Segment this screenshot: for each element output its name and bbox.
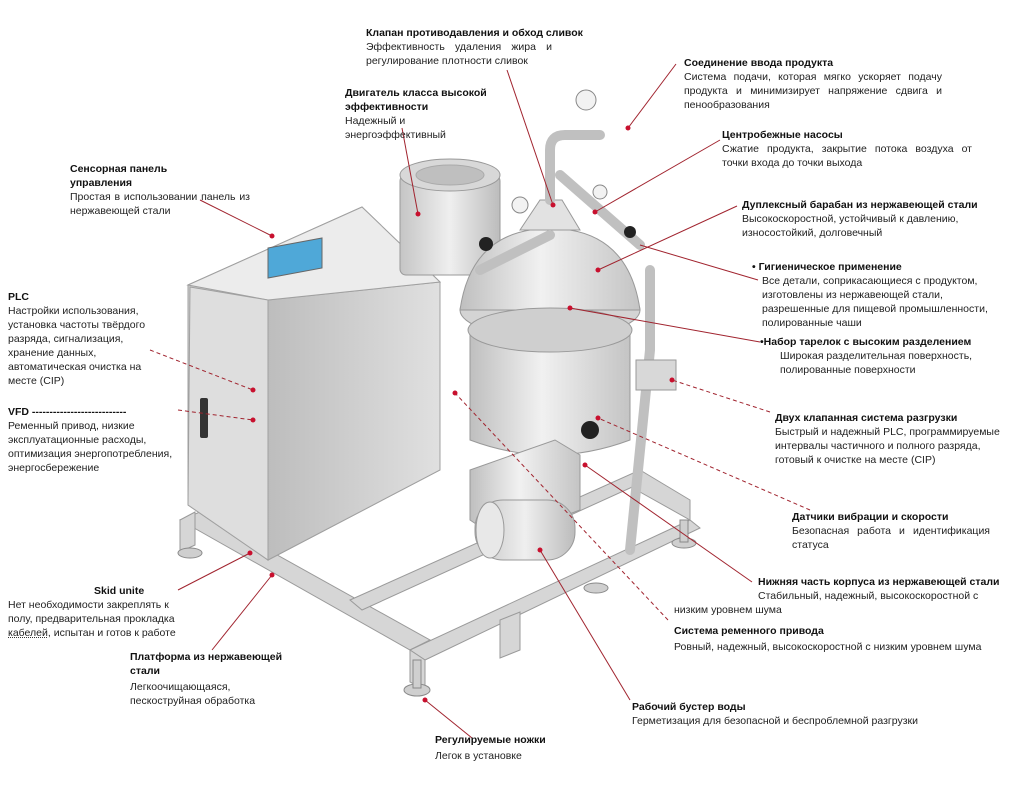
label-desc: Ровный, надежный, высокоскоростной с низ… bbox=[674, 641, 982, 653]
label-title: Платформа из нержавеющей стали bbox=[130, 651, 283, 677]
label-vfd: VFD --------------------------- Ременный… bbox=[8, 405, 186, 475]
label-touch-panel: Сенсорная панель управления Простая в ис… bbox=[70, 162, 250, 218]
label-backpressure-valve: Клапан противодавления и обход сливок Эф… bbox=[366, 26, 606, 68]
label-desc: Простая в использовании панель из нержав… bbox=[70, 191, 250, 217]
label-title: Центробежные насосы bbox=[722, 129, 843, 141]
label-skid-unit: Skid unite Нет необходимости закреплять … bbox=[8, 584, 193, 640]
label-plc: PLC Настройки использования, установка ч… bbox=[8, 290, 168, 388]
label-desc: Легкоочищающаяся, пескоструйная обработк… bbox=[130, 681, 256, 707]
label-disc-stack: •Набор тарелок с высоким разделением Шир… bbox=[760, 335, 1010, 377]
motor bbox=[399, 158, 501, 276]
label-desc-2: низким уровнем шума bbox=[674, 604, 782, 616]
label-title: Дуплексный барабан из нержавеющей стали bbox=[742, 199, 978, 211]
label-desc: Нет необходимости закреплять к полу, пре… bbox=[8, 599, 175, 625]
label-title: Сенсорная панель управления bbox=[70, 163, 168, 189]
label-lower-housing: Нижняя часть корпуса из нержавеющей стал… bbox=[674, 575, 1014, 617]
label-adjustable-feet: Регулируемые ножки Легок в установке bbox=[435, 733, 585, 763]
label-desc: Настройки использования, установка часто… bbox=[8, 305, 146, 387]
label-product-inlet: Соединение ввода продукта Система подачи… bbox=[684, 56, 942, 112]
label-duplex-drum: Дуплексный барабан из нержавеющей стали … bbox=[742, 198, 987, 240]
label-title: Клапан противодавления и обход сливок bbox=[366, 27, 583, 39]
label-title: Двигатель класса высокой эффективности bbox=[345, 87, 487, 113]
label-vibration-sensors: Датчики вибрации и скорости Безопасная р… bbox=[792, 510, 990, 552]
label-desc-rest: , испытан и готов к работе bbox=[47, 627, 176, 639]
label-water-booster: Рабочий бустер воды Герметизация для без… bbox=[632, 700, 962, 728]
label-title: Датчики вибрации и скорости bbox=[792, 511, 949, 523]
label-hygienic: • Гигиеническое применение Все детали, с… bbox=[752, 260, 1007, 330]
label-title: Система ременного привода bbox=[674, 625, 824, 637]
label-desc: Стабильный, надежный, высокоскоростной с bbox=[758, 590, 979, 602]
label-platform: Платформа из нержавеющей стали Легкоочищ… bbox=[130, 650, 300, 708]
label-desc: Система подачи, которая мягко ускоряет п… bbox=[684, 71, 942, 111]
label-centrifugal-pumps: Центробежные насосы Сжатие продукта, зак… bbox=[722, 128, 972, 170]
label-desc: Эффективность удаления жира и регулирова… bbox=[366, 41, 552, 67]
label-desc: Безопасная работа и идентификация статус… bbox=[792, 525, 990, 551]
label-title: PLC bbox=[8, 291, 29, 303]
label-desc: Высокоскоростной, устойчивый к давлению,… bbox=[742, 213, 959, 239]
label-desc: Сжатие продукта, закрытие потока воздуха… bbox=[722, 143, 972, 169]
label-desc: Быстрый и надежный PLC, программируемые … bbox=[775, 426, 1000, 466]
label-title: •Набор тарелок с высоким разделением bbox=[760, 336, 972, 348]
label-title: Skid unite bbox=[94, 585, 145, 597]
label-desc: Ременный привод, низкие эксплуатационные… bbox=[8, 420, 173, 474]
label-title: Соединение ввода продукта bbox=[684, 57, 834, 69]
label-title: • Гигиеническое применение bbox=[752, 261, 902, 273]
label-motor: Двигатель класса высокой эффективности Н… bbox=[345, 86, 505, 142]
label-title: Регулируемые ножки bbox=[435, 734, 546, 746]
label-desc: Все детали, соприкасающиеся с продуктом,… bbox=[762, 275, 988, 329]
label-desc-underlined: кабелей bbox=[8, 627, 48, 639]
label-title: Нижняя часть корпуса из нержавеющей стал… bbox=[758, 576, 1000, 588]
label-discharge-system: Двух клапанная система разгрузки Быстрый… bbox=[775, 411, 1015, 467]
label-belt-drive: Система ременного привода Ровный, надежн… bbox=[674, 624, 1009, 654]
label-title: VFD --------------------------- bbox=[8, 406, 127, 418]
label-desc: Легок в установке bbox=[435, 750, 522, 762]
label-title: Двух клапанная система разгрузки bbox=[775, 412, 958, 424]
label-desc: Широкая разделительная поверхность, поли… bbox=[780, 350, 973, 376]
label-desc: Герметизация для безопасной и беспроблем… bbox=[632, 715, 919, 727]
label-title: Рабочий бустер воды bbox=[632, 701, 746, 713]
label-desc: Надежный и энергоэффективный bbox=[345, 115, 446, 141]
